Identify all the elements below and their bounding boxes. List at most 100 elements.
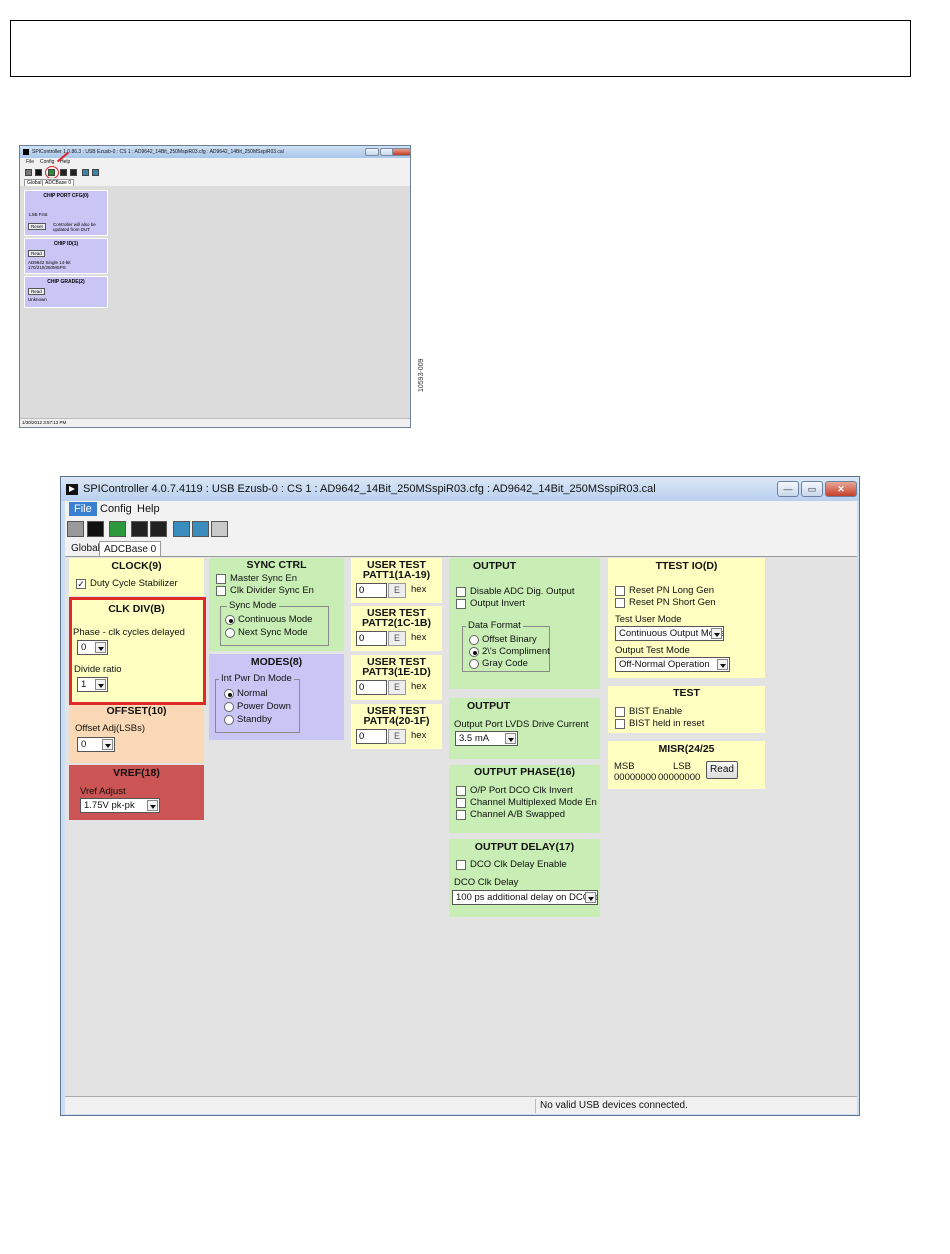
tab-global[interactable]: Global (71, 543, 100, 554)
small-tool-6-icon[interactable] (82, 169, 89, 176)
patt1-input[interactable]: 0 (356, 583, 387, 598)
maximize-icon[interactable]: ▭ (801, 481, 823, 497)
menu-help[interactable]: Help (137, 503, 160, 515)
small-lsb-first-checkbox[interactable]: LSB First (29, 212, 48, 217)
minimize-icon[interactable] (365, 148, 379, 156)
chevron-down-icon (95, 679, 106, 690)
reset-pn-long-checkbox[interactable] (615, 586, 625, 596)
panel-title: PATT1(1A-19) (362, 569, 431, 581)
menu-file[interactable]: File (69, 502, 97, 516)
output-test-mode-label: Output Test Mode (615, 645, 690, 656)
duty-cycle-checkbox[interactable]: ✓ (76, 579, 86, 589)
panel-clk-div: CLK DIV(B) Phase - clk cycles delayed 0 … (69, 597, 204, 703)
panel-title: MISR(24/25 (658, 743, 715, 755)
test-user-mode-select[interactable]: Continuous Output Mode (615, 626, 724, 641)
standby-radio[interactable] (224, 715, 234, 725)
reset-pn-long-label: Reset PN Long Gen (629, 585, 715, 596)
offset-adj-label: Offset Adj(LSBs) (75, 723, 146, 734)
vref-adjust-value: 1.75V pk-pk (84, 800, 135, 811)
small-panel-title: CHIP PORT CFG(0) (43, 193, 89, 199)
channel-mux-checkbox[interactable] (456, 798, 466, 808)
patt4-e-button[interactable]: E (388, 729, 406, 744)
continuous-mode-radio[interactable] (225, 615, 235, 625)
dco-invert-checkbox[interactable] (456, 786, 466, 796)
bist-reset-checkbox[interactable] (615, 719, 625, 729)
small-read-button[interactable]: Read (28, 250, 45, 257)
small-tool-5-icon[interactable] (70, 169, 77, 176)
next-sync-mode-label: Next Sync Mode (238, 627, 308, 638)
waveform-icon[interactable] (173, 521, 190, 537)
power-down-radio[interactable] (224, 702, 234, 712)
patt4-input[interactable]: 0 (356, 729, 387, 744)
lvds-drive-select[interactable]: 3.5 mA (455, 731, 518, 746)
small-tool-2-icon[interactable] (35, 169, 42, 176)
tab-adcbase-0[interactable]: ADCBase 0 (99, 541, 162, 556)
misr-read-button[interactable]: Read (706, 761, 738, 779)
lightning-icon[interactable] (67, 521, 84, 537)
save-icon[interactable] (87, 521, 104, 537)
phase-value: 0 (81, 642, 87, 653)
window-title: SPIController 4.0.7.4119 : USB Ezusb-0 :… (83, 483, 656, 495)
menu-config[interactable]: Config (100, 503, 132, 515)
new-icon[interactable] (109, 521, 126, 537)
spi-controller-window: SPIController 4.0.7.4119 : USB Ezusb-0 :… (60, 476, 860, 1116)
patt2-e-button[interactable]: E (388, 631, 406, 646)
gray-code-radio[interactable] (469, 659, 479, 669)
minimize-icon[interactable]: — (777, 481, 799, 497)
channel-swapped-label: Channel A/B Swapped (470, 809, 566, 820)
phase-select[interactable]: 0 (77, 640, 108, 655)
analysis-icon[interactable] (192, 521, 209, 537)
sync-mode-group: Sync Mode Continuous Mode Next Sync Mode (220, 600, 329, 646)
bist-enable-checkbox[interactable] (615, 707, 625, 717)
small-menu-file[interactable]: File (26, 159, 35, 165)
close-icon[interactable] (392, 148, 410, 156)
page-header-box (10, 20, 911, 77)
dco-delay-select[interactable]: 100 ps additional delay on DCO pi (452, 890, 598, 905)
dco-delay-enable-label: DCO Clk Delay Enable (470, 859, 567, 870)
channel-swapped-checkbox[interactable] (456, 810, 466, 820)
small-reset-button[interactable]: Reset (28, 223, 46, 230)
small-tab-adc[interactable]: ADCBase 0 (42, 179, 75, 186)
small-tabbar: Global ADCBase 0 (20, 178, 410, 186)
twos-compliment-radio[interactable] (469, 647, 479, 657)
small-tool-4-icon[interactable] (60, 169, 67, 176)
next-sync-mode-radio[interactable] (225, 628, 235, 638)
disable-adc-output-checkbox[interactable] (456, 587, 466, 597)
register-icon[interactable] (150, 521, 167, 537)
small-toolbar (20, 167, 410, 178)
small-menu-help[interactable]: Help (60, 159, 71, 165)
chip-icon[interactable] (131, 521, 148, 537)
vref-adjust-select[interactable]: 1.75V pk-pk (80, 798, 160, 813)
panel-title: USER TEST (367, 559, 426, 571)
master-sync-checkbox[interactable] (216, 574, 226, 584)
small-tool-1-icon[interactable] (25, 169, 32, 176)
tool-icon[interactable] (211, 521, 228, 537)
output-invert-checkbox[interactable] (456, 599, 466, 609)
small-tool-7-icon[interactable] (92, 169, 99, 176)
continuous-mode-label: Continuous Mode (238, 614, 313, 625)
menubar: File Config Help (65, 501, 857, 518)
normal-radio[interactable] (224, 689, 234, 699)
small-menu-config[interactable]: Config (40, 159, 55, 165)
clk-divider-sync-checkbox[interactable] (216, 586, 226, 596)
patt3-e-button[interactable]: E (388, 680, 406, 695)
patt3-input[interactable]: 0 (356, 680, 387, 695)
close-icon[interactable]: ✕ (825, 481, 857, 497)
patt2-input[interactable]: 0 (356, 631, 387, 646)
disable-adc-output-label: Disable ADC Dig. Output (470, 586, 575, 597)
hex-label: hex (411, 681, 427, 692)
divide-ratio-select[interactable]: 1 (77, 677, 108, 692)
small-panel-chip-id: CHIP ID(1) Read AD9642 Single 14-bit 170… (24, 238, 108, 274)
small-read-button[interactable]: Read (28, 288, 45, 295)
group-label: Data Format (466, 620, 523, 631)
int-pwr-dn-group: Int Pwr Dn Mode Normal Power Down Standb… (215, 673, 300, 733)
offset-adj-select[interactable]: 0 (77, 737, 115, 752)
panel-offset: OFFSET(10) Offset Adj(LSBs) 0 (69, 704, 204, 763)
output-test-mode-select[interactable]: Off-Normal Operation (615, 657, 730, 672)
reset-pn-short-checkbox[interactable] (615, 598, 625, 608)
offset-binary-radio[interactable] (469, 635, 479, 645)
panel-test-io: TTEST IO(D) Reset PN Long Gen Reset PN S… (608, 558, 765, 678)
patt1-e-button[interactable]: E (388, 583, 406, 598)
panel-title: CLK DIV(B) (108, 603, 165, 615)
dco-delay-enable-checkbox[interactable] (456, 860, 466, 870)
